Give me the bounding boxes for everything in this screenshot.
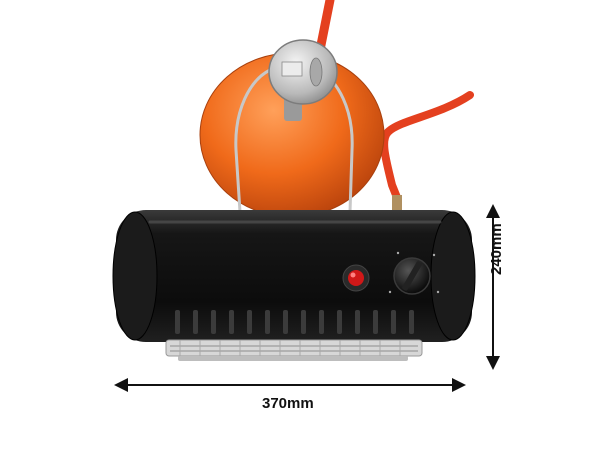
power-lamp-icon [342, 264, 370, 292]
height-dimension-arrow [486, 204, 500, 370]
hose-connector [392, 195, 402, 213]
hose-right [380, 91, 474, 204]
gas-regulator [268, 39, 338, 121]
heater-body [112, 210, 476, 342]
height-dimension-label: 240mm [488, 223, 505, 275]
vent-grille [175, 310, 414, 334]
control-knob-icon [388, 251, 440, 295]
wire-handle-left [234, 68, 271, 213]
width-dimension-label: 370mm [262, 395, 314, 412]
metal-guard [165, 339, 423, 361]
width-dimension-arrow [114, 378, 466, 392]
